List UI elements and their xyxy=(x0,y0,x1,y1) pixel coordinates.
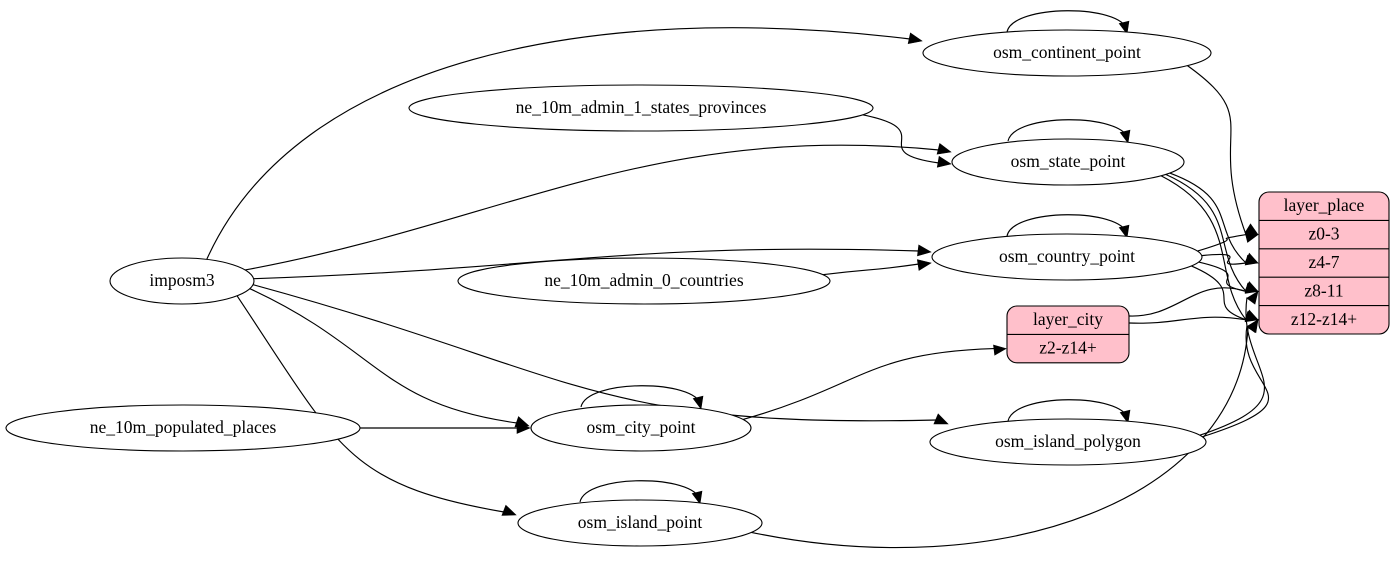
node-label-ne_states: ne_10m_admin_1_states_provinces xyxy=(516,97,767,117)
edge-arrowhead xyxy=(993,344,1007,356)
record-cell-layer_city_header[interactable]: layer_city xyxy=(1033,309,1103,329)
edge-osm_state_point-to-layer_place_z12_z14 xyxy=(1160,175,1247,321)
node-shape-osm_country_point xyxy=(931,233,1203,281)
record-cell-layer_place_header[interactable]: layer_place xyxy=(1284,195,1365,215)
record-cell-layer_place_z4_7[interactable]: z4-7 xyxy=(1308,252,1339,272)
edge-osm_country_point-to-layer_place_z4_7 xyxy=(1201,253,1247,265)
edge-arrowhead xyxy=(691,490,703,505)
node-shape-ne_countries xyxy=(457,257,831,305)
edge-arrowhead xyxy=(1244,232,1259,243)
record-cell-layer_place_z0_3[interactable]: z0-3 xyxy=(1308,224,1339,244)
node-shape-ne_populated xyxy=(5,404,361,452)
record-box-layer_place xyxy=(1258,191,1390,335)
node-shape-osm_state_point xyxy=(951,138,1185,186)
edge-arrowhead xyxy=(1119,129,1131,144)
node-ne_states[interactable]: ne_10m_admin_1_states_provinces xyxy=(408,84,874,132)
node-label-osm_country_point: osm_country_point xyxy=(999,246,1135,266)
edge-arrowhead xyxy=(692,395,704,410)
edge-layer_city-to-layer_place_z8_11 xyxy=(1128,287,1247,317)
node-label-osm_city_point: osm_city_point xyxy=(587,417,696,437)
edge-arrowhead xyxy=(1244,254,1259,266)
edge-osm_country_point-to-layer_place_z8_11 xyxy=(1198,261,1247,292)
edge-arrowhead xyxy=(936,143,952,155)
node-label-osm_island_polygon: osm_island_polygon xyxy=(995,431,1141,451)
node-osm_country_point[interactable]: osm_country_point xyxy=(931,233,1203,281)
edge-imposm3-to-osm_island_point xyxy=(236,295,505,513)
edge-ne_countries-to-osm_country_point xyxy=(822,263,920,276)
edge-selfloop-osm_state_point xyxy=(1007,119,1129,142)
edge-layer xyxy=(206,10,1270,549)
record-layer: layer_place z0-3 z4-7 z8-11 z12-z14+ layer_ci… xyxy=(1006,191,1390,364)
edge-imposm3-to-osm_city_point xyxy=(249,288,518,424)
node-shape-osm_continent_point xyxy=(922,29,1212,77)
edge-osm_city_point-to-layer_city_z2_z14 xyxy=(742,348,995,421)
node-osm_island_point[interactable]: osm_island_point xyxy=(517,499,763,547)
edge-imposm3-to-osm_island_polygon xyxy=(252,284,938,422)
edge-imposm3-to-osm_country_point xyxy=(253,248,920,280)
edge-arrowhead xyxy=(933,413,949,425)
record-layer_place[interactable]: layer_place z0-3 z4-7 z8-11 z12-z14+ xyxy=(1258,191,1390,335)
edge-selfloop-osm_island_point xyxy=(579,480,701,503)
node-ne_countries[interactable]: ne_10m_admin_0_countries xyxy=(457,257,831,305)
edge-imposm3-to-osm_continent_point xyxy=(206,27,911,260)
record-cell-layer_place_z8_11[interactable]: z8-11 xyxy=(1304,280,1343,300)
node-osm_city_point[interactable]: osm_city_point xyxy=(530,404,752,452)
edge-osm_island_polygon-to-layer_place_z8_11 xyxy=(1199,297,1265,436)
edge-layer_city-to-layer_place_z12_z14 xyxy=(1128,316,1247,324)
node-shape-osm_island_point xyxy=(517,499,763,547)
node-shape-imposm3 xyxy=(109,257,255,305)
node-label-imposm3: imposm3 xyxy=(149,270,214,290)
node-ne_populated[interactable]: ne_10m_populated_places xyxy=(5,404,361,452)
edge-selfloop-osm_continent_point xyxy=(1006,10,1128,33)
edge-osm_state_point-to-layer_place_z8_11 xyxy=(1165,173,1247,292)
edge-arrowhead xyxy=(916,259,932,271)
edge-arrowhead xyxy=(1246,290,1259,305)
node-osm_island_polygon[interactable]: osm_island_polygon xyxy=(929,418,1207,466)
node-shape-osm_city_point xyxy=(530,404,752,452)
edge-selfloop-osm_country_point xyxy=(1006,214,1128,237)
node-label-osm_state_point: osm_state_point xyxy=(1011,151,1126,171)
edge-osm_island_polygon-to-layer_place_z12_z14 xyxy=(1202,325,1270,438)
node-label-ne_countries: ne_10m_admin_0_countries xyxy=(544,270,743,290)
edge-arrowhead xyxy=(1119,409,1131,424)
edge-osm_state_point-to-layer_place_z4_7 xyxy=(1169,172,1247,264)
edge-arrowhead xyxy=(1118,20,1130,35)
edge-selfloop-osm_island_polygon xyxy=(1007,399,1129,422)
edge-selfloop-osm_city_point xyxy=(580,385,702,408)
node-osm_continent_point[interactable]: osm_continent_point xyxy=(922,29,1212,77)
record-layer_city[interactable]: layer_city z2-z14+ xyxy=(1006,305,1130,364)
edge-arrowhead xyxy=(917,244,932,257)
edge-imposm3-to-osm_state_point xyxy=(245,144,940,271)
edge-arrowhead xyxy=(501,504,517,516)
edge-arrowhead xyxy=(936,155,952,168)
node-layer: imposm3 ne_10m_admin_1_states_provincesne… xyxy=(5,29,1212,547)
node-shape-ne_states xyxy=(408,84,874,132)
edge-arrowhead xyxy=(1118,224,1130,239)
node-label-ne_populated: ne_10m_populated_places xyxy=(90,417,277,437)
record-cell-layer_city_z2_z14[interactable]: z2-z14+ xyxy=(1039,338,1097,358)
edge-ne_states-to-osm_state_point xyxy=(862,114,940,164)
record-cell-layer_place_z12_z14[interactable]: z12-z14+ xyxy=(1291,309,1357,329)
edge-osm_continent_point-to-layer_place_z0_3 xyxy=(1187,65,1247,235)
edge-arrowhead xyxy=(907,32,923,45)
node-label-osm_continent_point: osm_continent_point xyxy=(993,42,1141,62)
node-imposm3[interactable]: imposm3 xyxy=(109,257,255,305)
edge-osm_country_point-to-layer_place_z0_3 xyxy=(1197,234,1247,252)
edge-arrowhead xyxy=(1246,319,1259,334)
node-shape-osm_island_polygon xyxy=(929,418,1207,466)
edge-arrowhead xyxy=(1244,282,1259,294)
edge-osm_country_point-to-layer_place_z12_z14 xyxy=(1191,265,1247,321)
edge-arrowhead xyxy=(516,422,531,434)
node-osm_state_point[interactable]: osm_state_point xyxy=(951,138,1185,186)
edge-osm_island_point-to-layer_place_z12_z14 xyxy=(751,327,1249,549)
node-label-osm_island_point: osm_island_point xyxy=(578,512,703,532)
